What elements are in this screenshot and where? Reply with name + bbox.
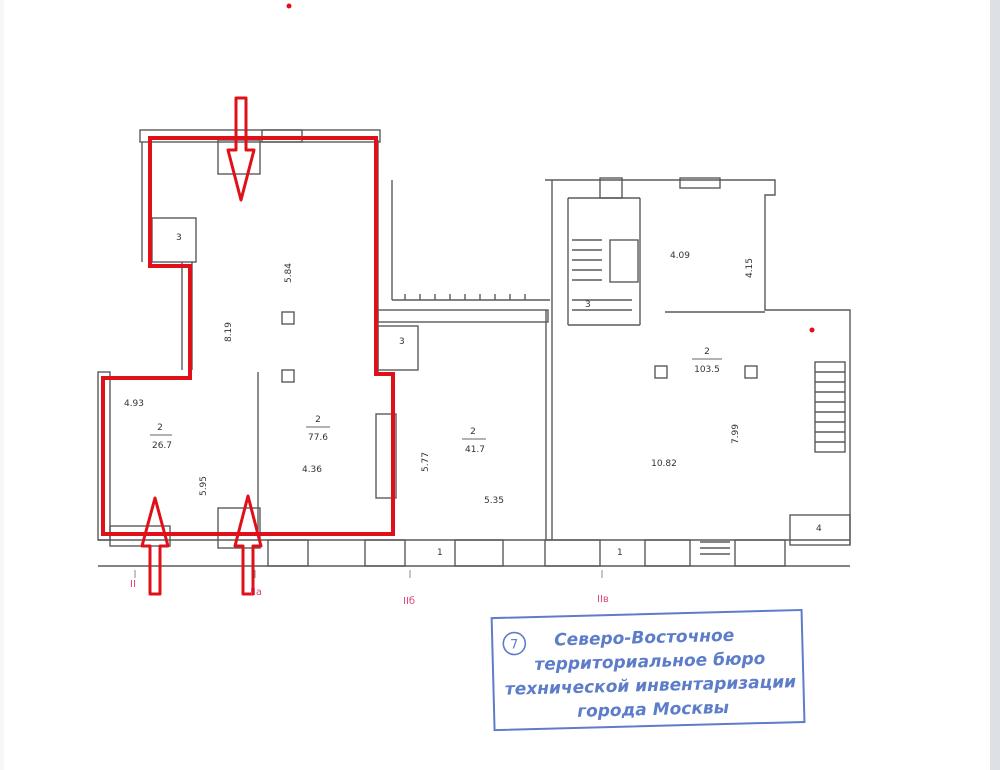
dim-5-77: 5.77 bbox=[421, 452, 431, 472]
stamp-number: 7 bbox=[510, 637, 519, 652]
stair-right-steps bbox=[815, 371, 845, 443]
room-4-box bbox=[789, 514, 851, 546]
column-2 bbox=[281, 369, 295, 383]
dim-5-95: 5.95 bbox=[199, 476, 209, 496]
counter bbox=[375, 413, 397, 499]
dim-5-35: 5.35 bbox=[484, 496, 504, 506]
paper-sheet bbox=[4, 0, 990, 770]
room-number-77-6: 2 bbox=[315, 415, 321, 425]
axis-label-IIv: IIв bbox=[597, 594, 609, 605]
dim-4-09: 4.09 bbox=[670, 251, 690, 261]
page-border-right bbox=[990, 0, 1000, 770]
stair-right bbox=[814, 361, 846, 453]
small-room-3-left: 3 bbox=[176, 233, 182, 243]
dim-5-84: 5.84 bbox=[284, 263, 294, 283]
stairs bbox=[572, 239, 632, 311]
stamp-number-circle bbox=[502, 631, 527, 656]
small-room-1-right: 1 bbox=[617, 548, 623, 558]
column-3 bbox=[654, 365, 668, 379]
bay-3 bbox=[267, 539, 309, 567]
axis-label-IIa: IIa bbox=[250, 587, 262, 598]
window-right-2 bbox=[679, 177, 721, 189]
bay-6 bbox=[544, 539, 601, 567]
facade-bottom bbox=[98, 507, 850, 567]
stamp-line-1: Северо-Восточное bbox=[554, 626, 735, 651]
elevator bbox=[609, 239, 639, 283]
bay-7 bbox=[644, 539, 691, 567]
arrow-up-left bbox=[140, 496, 170, 596]
small-room-4: 4 bbox=[816, 524, 822, 534]
red-dot-right bbox=[809, 327, 815, 333]
dim-7-99: 7.99 bbox=[731, 424, 741, 444]
red-dot-top bbox=[286, 3, 292, 9]
bay-4 bbox=[364, 539, 406, 567]
dim-4-36: 4.36 bbox=[302, 465, 322, 475]
room-area-41-7: 41.7 bbox=[465, 445, 485, 455]
bay-8 bbox=[734, 539, 786, 567]
hatch-mid bbox=[404, 294, 526, 300]
small-room-1-mid: 1 bbox=[437, 548, 443, 558]
walls-right-block bbox=[545, 177, 851, 546]
room-area-103-5: 103.5 bbox=[694, 365, 720, 375]
room-number-26-7: 2 bbox=[157, 423, 163, 433]
entrance-arrows bbox=[140, 96, 263, 596]
axis-label-II: II bbox=[130, 579, 136, 590]
bay-2 bbox=[217, 507, 261, 549]
entrance-steps bbox=[700, 541, 730, 555]
arrow-up-mid bbox=[233, 494, 263, 596]
column-1 bbox=[281, 311, 295, 325]
axis-ticks bbox=[134, 570, 603, 578]
arrow-down-top bbox=[226, 96, 256, 202]
stamp-line-4: города Москвы bbox=[577, 698, 729, 722]
stamp-frame bbox=[490, 608, 806, 732]
room-number-41-7: 2 bbox=[470, 427, 476, 437]
dim-8-19: 8.19 bbox=[224, 322, 234, 342]
small-room-3-stair: 3 bbox=[585, 300, 591, 310]
dim-4-15: 4.15 bbox=[745, 258, 755, 278]
wall-right-outer bbox=[545, 179, 851, 545]
room-area-77-6: 77.6 bbox=[308, 433, 328, 443]
dim-10-82: 10.82 bbox=[651, 459, 677, 469]
column-4 bbox=[744, 365, 758, 379]
room-area-26-7: 26.7 bbox=[152, 441, 172, 451]
room-number-103-5: 2 bbox=[704, 347, 710, 357]
axis-label-IIb: IIб bbox=[403, 596, 415, 607]
dim-4-93: 4.93 bbox=[124, 399, 144, 409]
bay-5 bbox=[454, 539, 504, 567]
small-room-3-mid: 3 bbox=[399, 337, 405, 347]
highlight-outline bbox=[101, 136, 395, 536]
